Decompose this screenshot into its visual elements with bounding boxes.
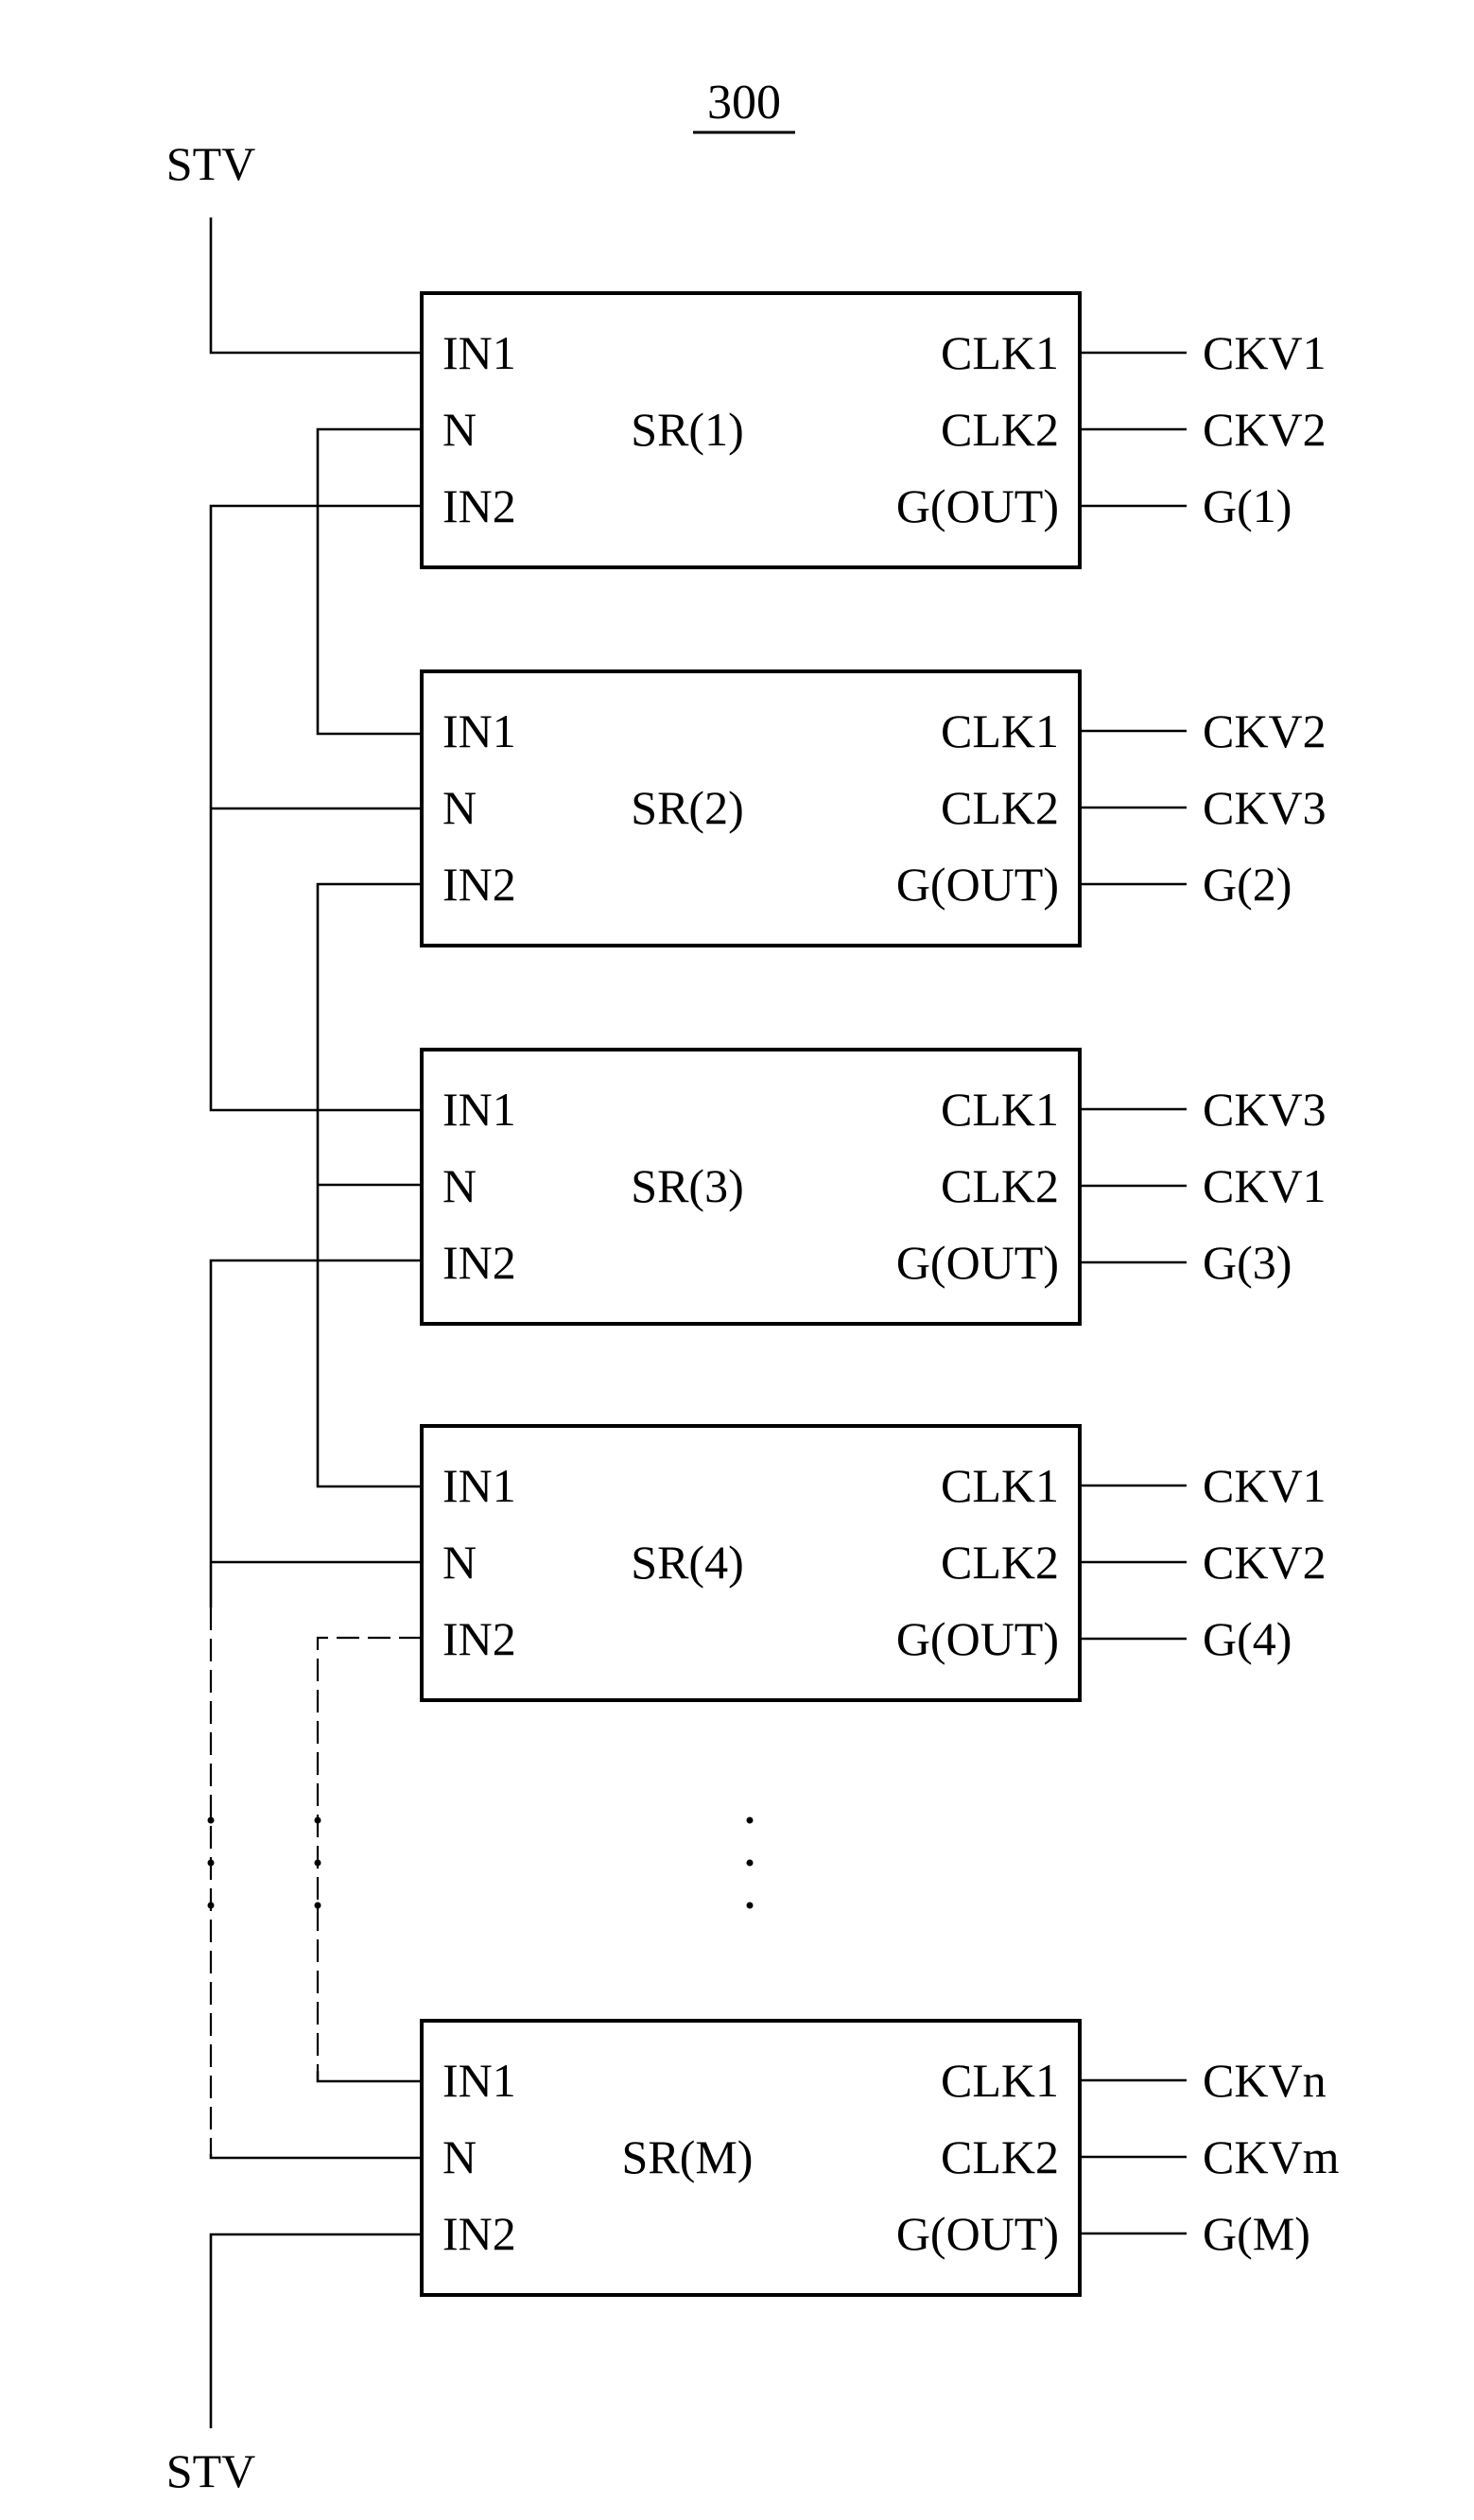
pin-clk2-label: CLK2 xyxy=(941,1536,1059,1589)
output-signal-label: G(1) xyxy=(1203,479,1292,532)
stage-block: IN1N IN2 SR(1) CLK1CLK2G(OUT) CKV1CKV2G(1) xyxy=(422,293,1327,567)
pin-out-label: G(OUT) xyxy=(896,1612,1059,1665)
pin-in1-label: IN1 xyxy=(442,1083,516,1136)
pin-clk1-label: CLK1 xyxy=(941,2054,1059,2107)
stage-block: IN1N IN2 SR(3) CLK1CLK2G(OUT) CKV3CKV1G(3) xyxy=(422,1050,1327,1324)
wire-to-srm-in1 xyxy=(318,2071,422,2081)
stage-block: IN1N IN2 SR(M) CLK1CLK2G(OUT) CKVnCKVmG(M) xyxy=(422,2021,1340,2295)
ellipsis-dots xyxy=(208,1817,754,1909)
stage-block: IN1N IN2 SR(4) CLK1CLK2G(OUT) CKV1CKV2G(4) xyxy=(422,1426,1327,1700)
pin-in1-label: IN1 xyxy=(442,1459,516,1512)
clk2-signal-label: CKV1 xyxy=(1203,1159,1327,1212)
ellipsis-dot xyxy=(315,1903,321,1909)
interconnect-wires xyxy=(211,217,422,2428)
stage-block: IN1N IN2 SR(2) CLK1CLK2G(OUT) CKV2CKV3G(2) xyxy=(422,671,1327,946)
clk2-signal-label: CKV3 xyxy=(1203,781,1327,834)
ellipsis-dot xyxy=(747,1860,754,1867)
ellipsis-dot xyxy=(747,1817,754,1824)
pin-clk2-label: CLK2 xyxy=(941,1159,1059,1212)
clk1-signal-label: CKV2 xyxy=(1203,704,1327,757)
clk2-signal-label: CKV2 xyxy=(1203,1536,1327,1589)
stage-name: SR(M) xyxy=(622,2130,754,2183)
pin-in2-label: IN2 xyxy=(442,479,516,532)
pin-clk2-label: CLK2 xyxy=(941,2130,1059,2183)
stage-name: SR(2) xyxy=(631,781,743,834)
stv-label-bottom: STV xyxy=(166,2444,255,2497)
ellipsis-dot xyxy=(208,1903,215,1909)
ellipsis-dot xyxy=(747,1903,754,1909)
pin-in2-label: IN2 xyxy=(442,858,516,911)
pin-clk2-label: CLK2 xyxy=(941,403,1059,456)
pin-out-label: G(OUT) xyxy=(896,2207,1059,2260)
pin-clk1-label: CLK1 xyxy=(941,704,1059,757)
stage-name: SR(3) xyxy=(631,1159,743,1212)
pin-in1-label: IN1 xyxy=(442,704,516,757)
wire-sr1-n-sr2-in1 xyxy=(318,429,422,734)
pin-n-label: N xyxy=(442,1159,477,1212)
stv-label-top: STV xyxy=(166,137,255,190)
output-signal-label: G(M) xyxy=(1203,2207,1310,2260)
pin-n-label: N xyxy=(442,2130,477,2183)
wire-dashed-right xyxy=(318,1638,422,2071)
output-signal-label: G(4) xyxy=(1203,1612,1292,1665)
wire-to-srm-n xyxy=(211,2154,422,2158)
pin-clk2-label: CLK2 xyxy=(941,781,1059,834)
pin-n-label: N xyxy=(442,1536,477,1589)
stage-name: SR(4) xyxy=(631,1536,743,1589)
ellipsis-dot xyxy=(208,1860,215,1867)
pin-in2-label: IN2 xyxy=(442,2207,516,2260)
ellipsis-dot xyxy=(208,1817,215,1824)
clk1-signal-label: CKVn xyxy=(1203,2054,1327,2107)
ellipsis-dot xyxy=(315,1860,321,1867)
clk2-signal-label: CKVm xyxy=(1203,2130,1340,2183)
pin-out-label: G(OUT) xyxy=(896,858,1059,911)
pin-n-label: N xyxy=(442,781,477,834)
pin-in2-label: IN2 xyxy=(442,1612,516,1665)
pin-out-label: G(OUT) xyxy=(896,479,1059,532)
pin-clk1-label: CLK1 xyxy=(941,326,1059,379)
pin-clk1-label: CLK1 xyxy=(941,1083,1059,1136)
stage-name: SR(1) xyxy=(631,403,743,456)
pin-in2-label: IN2 xyxy=(442,1236,516,1289)
output-signal-label: G(3) xyxy=(1203,1236,1292,1289)
shift-register-stages: IN1NIN2SR(1)CLK1CLK2G(OUT)CKV1CKV2G(1)IN… xyxy=(422,293,1340,2295)
figure-number: 300 xyxy=(707,76,781,130)
pin-clk1-label: CLK1 xyxy=(941,1459,1059,1512)
pin-in1-label: IN1 xyxy=(442,326,516,379)
ellipsis-dot xyxy=(315,1817,321,1824)
pin-n-label: N xyxy=(442,403,477,456)
clk1-signal-label: CKV3 xyxy=(1203,1083,1327,1136)
wire-stv-to-sr1-in1 xyxy=(211,217,422,353)
pin-in1-label: IN1 xyxy=(442,2054,516,2107)
pin-out-label: G(OUT) xyxy=(896,1236,1059,1289)
output-signal-label: G(2) xyxy=(1203,858,1292,911)
clk2-signal-label: CKV2 xyxy=(1203,403,1327,456)
wire-sr3-in2-chain xyxy=(211,1260,422,1608)
wire-stv-to-srm-in2 xyxy=(211,2234,422,2428)
clk1-signal-label: CKV1 xyxy=(1203,1459,1327,1512)
clk1-signal-label: CKV1 xyxy=(1203,326,1327,379)
